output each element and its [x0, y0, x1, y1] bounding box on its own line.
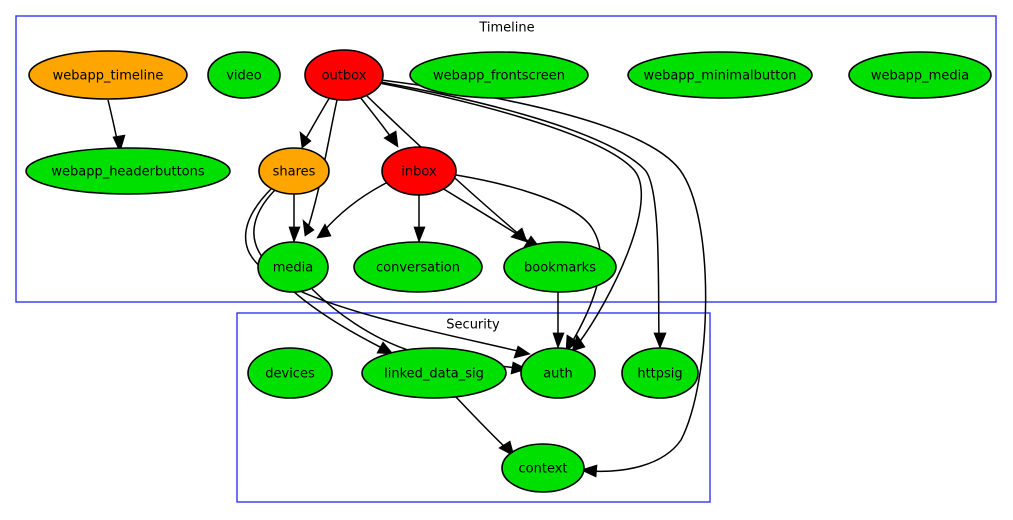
node-label-devices: devices: [265, 367, 315, 382]
node-shares[interactable]: shares: [258, 147, 330, 195]
node-label-auth: auth: [543, 367, 573, 382]
edge-arrowhead: [653, 332, 667, 349]
node-label-httpsig: httpsig: [637, 367, 682, 382]
node-label-video: video: [226, 69, 262, 84]
node-shape-context[interactable]: [501, 443, 585, 493]
node-label-outbox: outbox: [322, 69, 367, 84]
edge-arrowhead: [316, 223, 332, 239]
node-shape-linked_data_sig[interactable]: [361, 347, 507, 399]
edge-arrowhead: [413, 226, 426, 244]
node-label-inbox: inbox: [401, 165, 437, 180]
node-outbox[interactable]: outbox: [304, 49, 384, 101]
edge-line: [359, 96, 394, 141]
node-webapp_timeline[interactable]: webapp_timeline: [28, 50, 188, 100]
cluster-timeline: Timeline: [15, 15, 997, 303]
node-label-webapp_headerbuttons: webapp_headerbuttons: [51, 165, 205, 180]
edge-arrowhead: [302, 219, 315, 237]
node-label-conversation: conversation: [376, 261, 460, 276]
edge-shares-to-media: [288, 193, 301, 244]
node-httpsig[interactable]: httpsig: [621, 347, 699, 399]
node-shape-bookmarks[interactable]: [503, 241, 617, 293]
edge-arrowhead: [383, 130, 399, 148]
node-shape-webapp_minimalbutton[interactable]: [627, 51, 813, 99]
node-inbox[interactable]: inbox: [381, 146, 457, 196]
edge-arrowhead: [112, 134, 126, 153]
edge-linked_data_sig-to-context: [454, 395, 515, 457]
edge-arrowhead: [498, 440, 515, 457]
node-label-context: context: [519, 462, 568, 477]
node-shape-webapp_frontscreen[interactable]: [409, 51, 589, 99]
edge-line: [441, 187, 534, 245]
node-webapp_headerbuttons[interactable]: webapp_headerbuttons: [25, 147, 231, 195]
edge-line: [454, 395, 509, 451]
node-shape-auth[interactable]: [520, 347, 596, 399]
cluster-security: Security: [236, 312, 711, 503]
node-webapp_media[interactable]: webapp_media: [848, 51, 992, 99]
node-webapp_frontscreen[interactable]: webapp_frontscreen: [409, 51, 589, 99]
edge-arrowhead: [580, 464, 598, 478]
node-webapp_minimalbutton[interactable]: webapp_minimalbutton: [627, 51, 813, 99]
edge-inbox-to-conversation: [413, 195, 426, 244]
node-video[interactable]: video: [207, 51, 281, 99]
edge-webapp_timeline-to-webapp_headerbuttons: [107, 99, 126, 153]
edge-line: [304, 96, 331, 141]
edge-bookmarks-to-auth: [552, 292, 565, 350]
edge-arrowhead: [510, 361, 528, 375]
edge-arrowhead: [299, 131, 312, 149]
node-devices[interactable]: devices: [247, 347, 333, 399]
node-label-linked_data_sig: linked_data_sig: [384, 367, 484, 382]
edge-arrowhead: [288, 226, 301, 244]
cluster-label-security: Security: [446, 318, 500, 333]
edge-outbox-to-media: [302, 99, 338, 237]
nodes-layer: webapp_timeline video outbox webapp_frontsc…: [25, 49, 992, 493]
node-shape-outbox[interactable]: [304, 49, 384, 101]
cluster-border-timeline: [15, 15, 997, 303]
edge-inbox-to-media: [316, 180, 391, 239]
edge-arrowhead: [552, 332, 565, 350]
edge-line: [378, 82, 643, 345]
node-shape-webapp_timeline[interactable]: [28, 50, 188, 100]
edge-outbox-to-inbox: [359, 96, 399, 148]
node-shape-shares[interactable]: [258, 147, 330, 195]
node-label-webapp_timeline: webapp_timeline: [53, 69, 164, 84]
edge-line: [307, 99, 338, 229]
node-label-bookmarks: bookmarks: [524, 261, 596, 276]
node-label-webapp_media: webapp_media: [871, 69, 969, 84]
node-shape-video[interactable]: [207, 51, 281, 99]
edge-outbox-to-httpsig: [379, 81, 667, 349]
edge-arrowhead: [513, 345, 531, 359]
edge-line: [322, 180, 391, 233]
edge-inbox-to-bookmarks: [441, 187, 541, 249]
node-shape-inbox[interactable]: [381, 146, 457, 196]
edge-line: [379, 81, 660, 341]
node-context[interactable]: context: [501, 443, 585, 493]
node-shape-media[interactable]: [257, 241, 329, 293]
node-label-media: media: [273, 261, 314, 276]
edge-arrowhead: [376, 341, 394, 355]
node-label-webapp_frontscreen: webapp_frontscreen: [433, 69, 565, 84]
edge-inbox-to-auth: [455, 174, 602, 352]
edge-arrowhead: [565, 334, 579, 352]
node-label-webapp_minimalbutton: webapp_minimalbutton: [643, 69, 796, 84]
edge-line: [380, 79, 707, 473]
node-conversation[interactable]: conversation: [353, 241, 483, 293]
node-media[interactable]: media: [257, 241, 329, 293]
node-shape-conversation[interactable]: [353, 241, 483, 293]
edge-outbox-to-shares: [299, 96, 331, 149]
cluster-label-timeline: Timeline: [478, 21, 534, 36]
node-shape-webapp_media[interactable]: [848, 51, 992, 99]
edge-line: [455, 174, 602, 345]
node-shape-httpsig[interactable]: [621, 347, 699, 399]
node-shape-devices[interactable]: [247, 347, 333, 399]
node-bookmarks[interactable]: bookmarks: [503, 241, 617, 293]
node-shape-webapp_headerbuttons[interactable]: [25, 147, 231, 195]
node-linked_data_sig[interactable]: linked_data_sig: [361, 347, 507, 399]
node-label-shares: shares: [273, 165, 316, 180]
cluster-border-security: [236, 312, 711, 503]
node-auth[interactable]: auth: [520, 347, 596, 399]
edge-outbox-to-context: [380, 79, 707, 478]
